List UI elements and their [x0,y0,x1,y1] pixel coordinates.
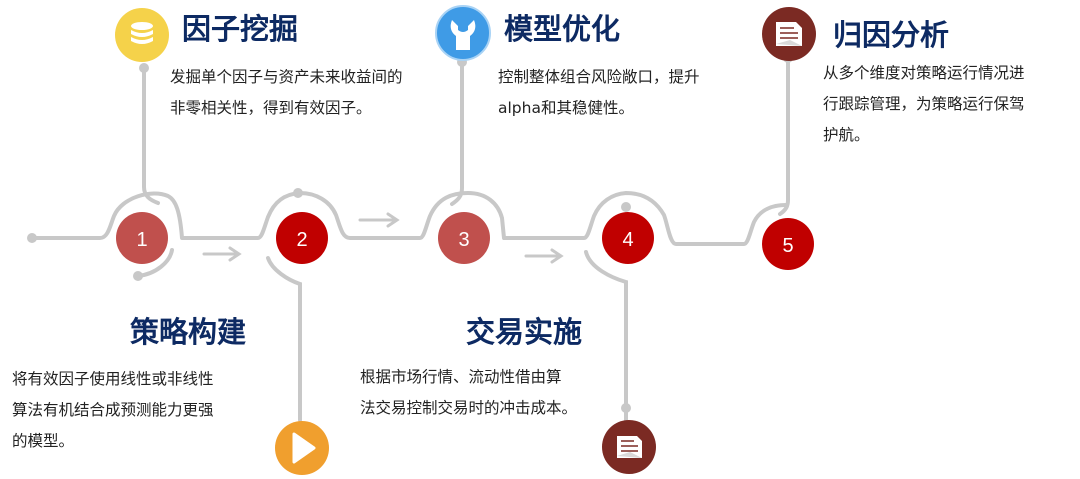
wrench-icon [435,5,491,61]
description-line: alpha和其稳健性。 [498,99,634,117]
connector-1-up [142,66,160,205]
line-end-dot [293,188,303,198]
step-description-1: 发掘单个因子与资产未来收益间的 非零相关性，得到有效因子。 [170,62,403,124]
arrow-right-icon [358,212,400,228]
flow-line [30,191,788,246]
description-line: 算法有机结合成预测能力更强 [12,401,214,419]
step-number: 4 [622,229,633,251]
connector-5-up [778,56,790,216]
step-title-2: 策略构建 [130,315,247,349]
line-end-dot [133,271,143,281]
step-circle-2: 2 [276,212,328,264]
connector-lines [30,56,790,424]
description-line: 行跟踪管理，为策略运行保驾 [823,95,1025,113]
step-number: 5 [782,235,793,257]
description-line: 发掘单个因子与资产未来收益间的 [170,68,403,86]
step-circle-4: 4 [602,212,654,264]
description-line: 非零相关性，得到有效因子。 [170,99,372,117]
document-icon [602,420,656,474]
step-circle-3: 3 [438,212,490,264]
arrow-right-icon [202,246,242,262]
description-line: 从多个维度对策略运行情况进 [823,64,1025,82]
arrow-right-icon [524,248,564,264]
step-description-2: 将有效因子使用线性或非线性 算法有机结合成预测能力更强 的模型。 [12,364,214,457]
description-line: 控制整体组合风险敞口，提升 [498,68,700,86]
database-icon [115,8,169,62]
line-end-dot [27,233,37,243]
connector-3-up [450,60,464,206]
step-number: 2 [296,229,307,251]
step-number: 3 [458,229,469,251]
step-title-1: 因子挖掘 [182,12,299,46]
connector-2-down [266,256,302,422]
description-line: 根据市场行情、流动性借由算 [360,368,562,386]
step-description-5: 从多个维度对策略运行情况进 行跟踪管理，为策略运行保驾 护航。 [823,58,1025,151]
description-line: 的模型。 [12,432,75,450]
document-icon [762,7,816,61]
step-number: 1 [136,229,147,251]
step-circle-5: 5 [762,218,814,270]
step-title-3: 模型优化 [504,12,621,46]
play-icon [275,421,329,475]
description-line: 将有效因子使用线性或非线性 [12,370,214,388]
connector-4-down [584,250,628,424]
step-description-3: 控制整体组合风险敞口，提升 alpha和其稳健性。 [498,62,700,124]
line-end-dot [139,63,149,73]
line-end-dot [621,403,631,413]
step-circle-1: 1 [116,212,168,264]
step-title-4: 交易实施 [466,315,583,349]
description-line: 护航。 [823,126,870,144]
step-description-4: 根据市场行情、流动性借由算 法交易控制交易时的冲击成本。 [360,362,577,424]
description-line: 法交易控制交易时的冲击成本。 [360,399,578,417]
step-title-5: 归因分析 [833,18,950,52]
line-end-dot [621,202,631,212]
